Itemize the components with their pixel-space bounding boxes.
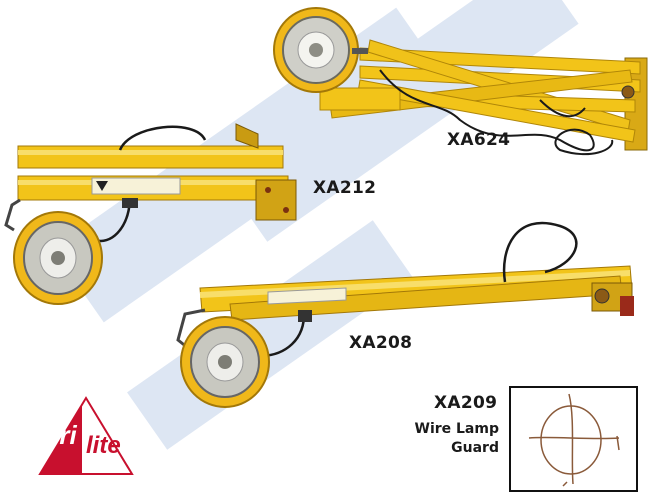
wire-guard-icon	[528, 393, 620, 487]
label-xa212: XA212	[313, 178, 377, 198]
wire-lamp-guard-image	[509, 386, 638, 492]
guard-line-2: Guard	[451, 440, 499, 456]
logo-text-tri: Tri	[44, 420, 77, 450]
xa208-lamp-arm	[176, 221, 634, 408]
guard-line-1: Wire Lamp	[414, 421, 500, 437]
xa624-lamp-arm	[273, 7, 648, 156]
label-xa624: XA624	[447, 130, 511, 150]
guard-description: Wire Lamp Guard	[399, 420, 500, 458]
tri-lite-logo	[38, 396, 134, 475]
label-xa208: XA208	[349, 333, 413, 353]
label-xa209: XA209	[434, 393, 498, 413]
logo-text-lite: lite	[86, 432, 121, 459]
xa212-lamp-arm	[4, 123, 297, 305]
